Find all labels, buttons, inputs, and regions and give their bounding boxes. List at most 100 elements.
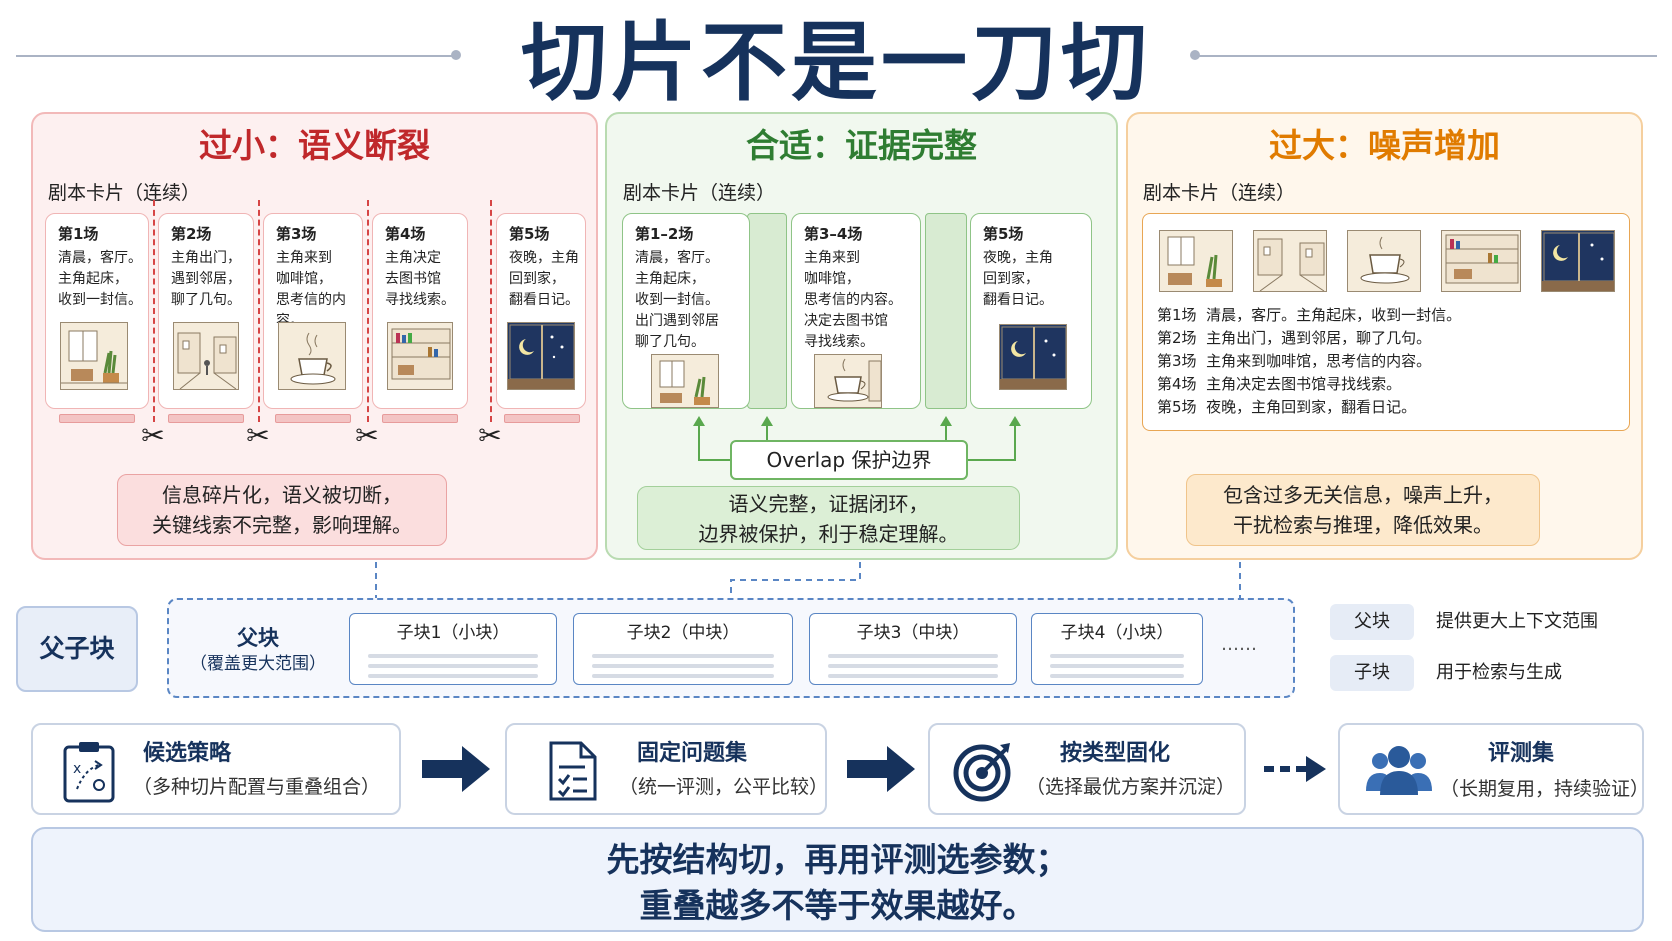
scene-card-4: 第4场 主角决定 去图书馆 寻找线索。: [372, 213, 468, 409]
scene-card-title: 第1场: [58, 225, 99, 243]
text-line: [1050, 674, 1184, 678]
scene-card-title: 第5场: [983, 225, 1024, 243]
scene-text: 清晨，客厅。主角起床，收到一封信。: [1206, 306, 1462, 324]
text-line: [1050, 654, 1184, 658]
scene-label: 第3场: [1157, 352, 1197, 370]
scene-card-title: 第3场: [276, 225, 317, 243]
scene-card-text: 清晨，客厅。 主角起床， 收到一封信。: [58, 250, 142, 308]
child-chunk-title: 子块3（中块）: [856, 623, 970, 643]
text-line: [592, 674, 774, 678]
scene-card-text: 夜晚，主角 回到家， 翻看日记。: [509, 250, 579, 308]
night-window-sketch-icon: [1541, 230, 1615, 292]
overlap-band: [925, 213, 967, 409]
flow-step-subtitle: （多种切片配置与重叠组合）: [133, 776, 381, 798]
street-sketch-icon: [1253, 230, 1327, 292]
scene-label: 第2场: [1157, 329, 1197, 347]
street-sketch-icon: [173, 322, 239, 390]
text-line: [828, 674, 998, 678]
panel-label-large: 剧本卡片（连续）: [1143, 182, 1296, 204]
child-chunk-title: 子块4（小块）: [1060, 623, 1174, 643]
library-sketch-icon: [1441, 230, 1521, 292]
scene-card-1: 第1场 清晨，客厅。 主角起床， 收到一封信。: [45, 213, 149, 409]
dashed-arrow-right-icon: [1264, 756, 1326, 782]
note-too-small: 信息碎片化，语义被切断， 关键线索不完整，影响理解。: [117, 474, 447, 546]
flow-step-fixed-question-set: 固定问题集 （统一评测，公平比较）: [505, 723, 829, 815]
flow-step-candidate-strategy: x 候选策略 （多种切片配置与重叠组合）: [31, 723, 401, 815]
large-chunk-card: 第1场 清晨，客厅。主角起床，收到一封信。 第2场 主角出门，遇到邻居，聊了几句…: [1142, 213, 1630, 431]
panel-label-small: 剧本卡片（连续）: [48, 182, 201, 204]
panel-title-small: 过小：语义断裂: [199, 126, 430, 165]
child-chunk-2: 子块2（中块）: [573, 613, 793, 685]
child-chunk-title: 子块2（中块）: [626, 623, 740, 643]
scene-card-2: 第2场 主角出门， 遇到邻居， 聊了几句。: [158, 213, 254, 409]
parent-child-label: 父子块: [16, 606, 138, 692]
large-chunk-line: 第4场 主角决定去图书馆寻找线索。: [1157, 373, 1461, 396]
svg-text:x: x: [73, 761, 81, 777]
scene-label: 第1场: [1157, 306, 1197, 324]
scene-card-1-2: 第1–2场 清晨，客厅。 主角起床， 收到一封信。 出门遇到邻居 聊了几句。: [622, 213, 750, 409]
panel-connectors: [375, 562, 1241, 598]
scissors-icon: ✂: [478, 419, 502, 452]
scene-card-text: 夜晚，主角 回到家， 翻看日记。: [983, 250, 1053, 308]
scene-card-text: 主角出门， 遇到邻居， 聊了几句。: [171, 250, 241, 308]
scene-card-3: 第3场 主角来到 咖啡馆， 思考信的内容。: [263, 213, 363, 409]
document-checklist-icon: [549, 741, 597, 801]
arrow-right-icon: [847, 746, 915, 792]
scene-text: 主角出门，遇到邻居，聊了几句。: [1206, 329, 1432, 347]
large-chunk-lines: 第1场 清晨，客厅。主角起床，收到一封信。 第2场 主角出门，遇到邻居，聊了几句…: [1157, 304, 1461, 419]
scene-label: 第5场: [1157, 398, 1197, 416]
night-window-sketch-icon: [999, 324, 1067, 390]
large-chunk-line: 第3场 主角来到咖啡馆，思考信的内容。: [1157, 350, 1461, 373]
flow-step-title: 评测集: [1488, 741, 1555, 766]
flow-step-subtitle: （选择最优方案并沉淀）: [1026, 776, 1236, 798]
conclusion-line-1: 先按结构切，再用评测选参数；: [606, 840, 1069, 879]
arrow-right-icon: [422, 746, 490, 792]
flow-step-title: 固定问题集: [637, 741, 748, 766]
panel-too-large: 过大：噪声增加 剧本卡片（连续） 第1场 清晨，客厅。主角起床，收到一封信。 第…: [1126, 112, 1643, 560]
text-line: [828, 664, 998, 668]
overlap-arrows: [693, 416, 1021, 461]
chunk-marker: [504, 414, 580, 423]
clipboard-strategy-icon: x: [63, 742, 115, 803]
scene-card-title: 第3–4场: [804, 225, 863, 243]
text-line: [828, 654, 998, 658]
living-room-sketch-icon: [651, 354, 719, 408]
flow-step-fix-by-type: 按类型固化 （选择最优方案并沉淀）: [928, 723, 1246, 815]
legend-desc-parent: 提供更大上下文范围: [1436, 611, 1598, 632]
large-chunk-line: 第1场 清晨，客厅。主角起床，收到一封信。: [1157, 304, 1461, 327]
scissors-icon: ✂: [141, 419, 165, 452]
cut-line: [153, 200, 155, 422]
legend-desc-child: 用于检索与生成: [1436, 662, 1562, 683]
chunk-marker: [275, 414, 351, 423]
chunk-marker: [382, 414, 458, 423]
flow-step-eval-set: 评测集 （长期复用，持续验证）: [1338, 723, 1649, 815]
parent-chunk-caption: 父块 （覆盖更大范围）: [183, 624, 333, 676]
text-line: [592, 664, 774, 668]
library-sketch-icon: [387, 322, 453, 390]
title-dot-left: [451, 50, 461, 60]
scene-card-text: 主角来到 咖啡馆， 思考信的内容。: [276, 250, 346, 329]
parent-chunk-subtitle: （覆盖更大范围）: [190, 654, 326, 674]
scene-card-title: 第5场: [509, 225, 550, 243]
people-group-icon: [1366, 746, 1432, 795]
legend-tag-child: 子块: [1330, 655, 1414, 691]
overlap-label: Overlap 保护边界: [730, 440, 968, 480]
child-chunk-3: 子块3（中块）: [809, 613, 1017, 685]
child-chunk-title: 子块1（小块）: [396, 623, 510, 643]
target-icon: [953, 743, 1011, 802]
note-fit: 语义完整，证据闭环， 边界被保护，利于稳定理解。: [637, 486, 1020, 550]
scene-card-title: 第1–2场: [635, 225, 694, 243]
flow-step-subtitle: （统一评测，公平比较）: [619, 776, 829, 798]
panel-fit: 合适：证据完整 剧本卡片（连续） 第1–2场 清晨，客厅。 主角起床， 收到一封…: [605, 112, 1118, 560]
title-rule-left: [16, 55, 456, 57]
flow-step-title: 候选策略: [143, 741, 232, 766]
night-window-sketch-icon: [507, 322, 575, 390]
scene-card-text: 主角决定 去图书馆 寻找线索。: [385, 250, 455, 308]
coffee-cup-sketch-icon: [278, 322, 346, 390]
cut-line: [258, 200, 260, 422]
scene-card-title: 第4场: [385, 225, 426, 243]
scene-card-3-4: 第3–4场 主角来到 咖啡馆， 思考信的内容。 决定去图书馆 寻找线索。: [791, 213, 921, 409]
scene-card-text: 主角来到 咖啡馆， 思考信的内容。 决定去图书馆 寻找线索。: [804, 250, 902, 350]
text-line: [1050, 664, 1184, 668]
panel-label-fit: 剧本卡片（连续）: [623, 182, 776, 204]
